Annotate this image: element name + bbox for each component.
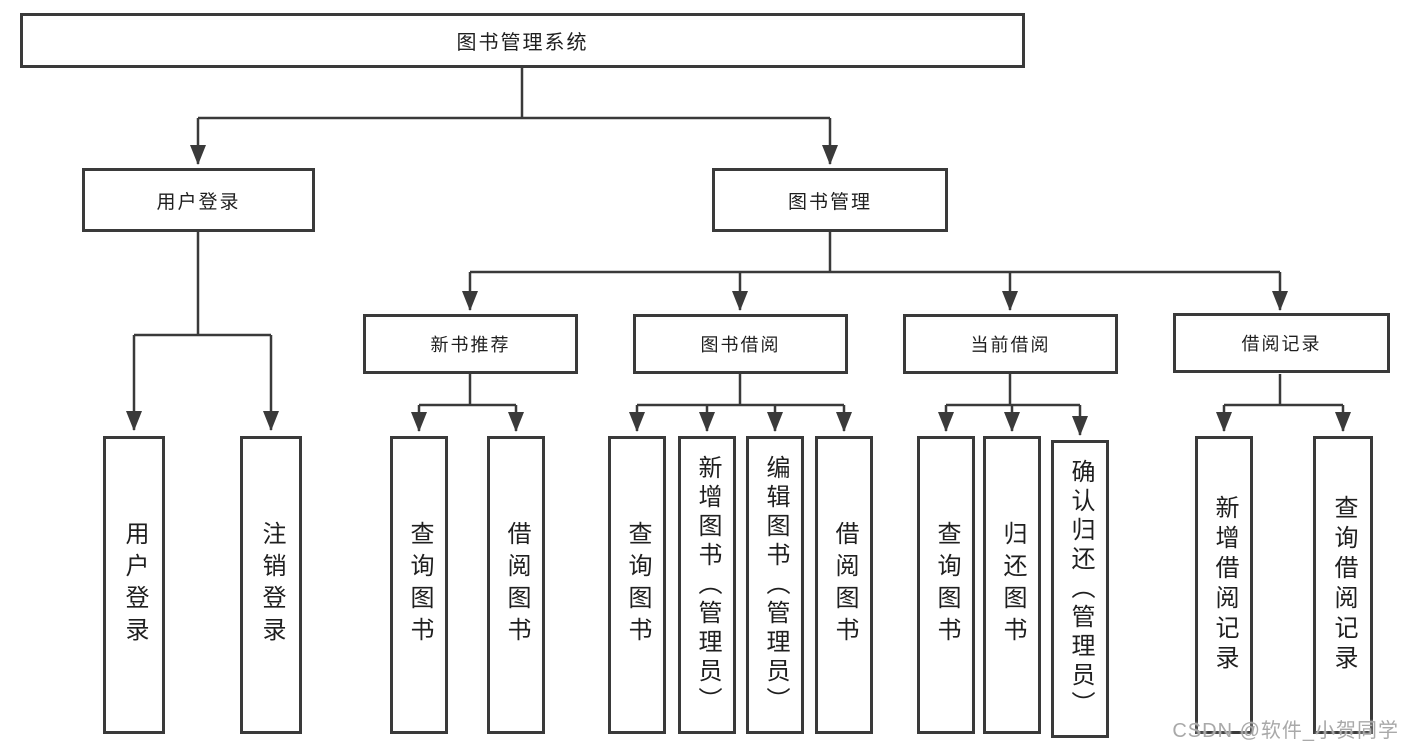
- leaf-borrow-books-recommend: 借阅图书: [487, 436, 545, 734]
- leaf-search-books-current: 查询图书: [917, 436, 975, 734]
- leaf-add-books-admin: 新增图书（管理员）: [678, 436, 736, 734]
- node-borrowing-records: 借阅记录: [1173, 313, 1390, 373]
- leaf-user-login: 用户登录: [103, 436, 165, 734]
- leaf-add-borrow-record: 新增借阅记录: [1195, 436, 1253, 734]
- node-book-management: 图书管理: [712, 168, 948, 232]
- leaf-search-books-recommend: 查询图书: [390, 436, 448, 734]
- leaf-borrow-books-borrowing: 借阅图书: [815, 436, 873, 734]
- node-user-login: 用户登录: [82, 168, 315, 232]
- node-new-book-recommendation: 新书推荐: [363, 314, 578, 374]
- watermark-text: CSDN @软件_小贺同学: [1172, 720, 1399, 742]
- leaf-confirm-return-admin: 确认归还（管理员）: [1051, 440, 1109, 738]
- node-current-borrowing: 当前借阅: [903, 314, 1118, 374]
- leaf-edit-books-admin: 编辑图书（管理员）: [746, 436, 804, 734]
- node-book-borrowing: 图书借阅: [633, 314, 848, 374]
- leaf-search-borrow-record: 查询借阅记录: [1313, 436, 1373, 734]
- leaf-return-books: 归还图书: [983, 436, 1041, 734]
- leaf-search-books-borrowing: 查询图书: [608, 436, 666, 734]
- node-library-system: 图书管理系统: [20, 13, 1025, 68]
- leaf-logout: 注销登录: [240, 436, 302, 734]
